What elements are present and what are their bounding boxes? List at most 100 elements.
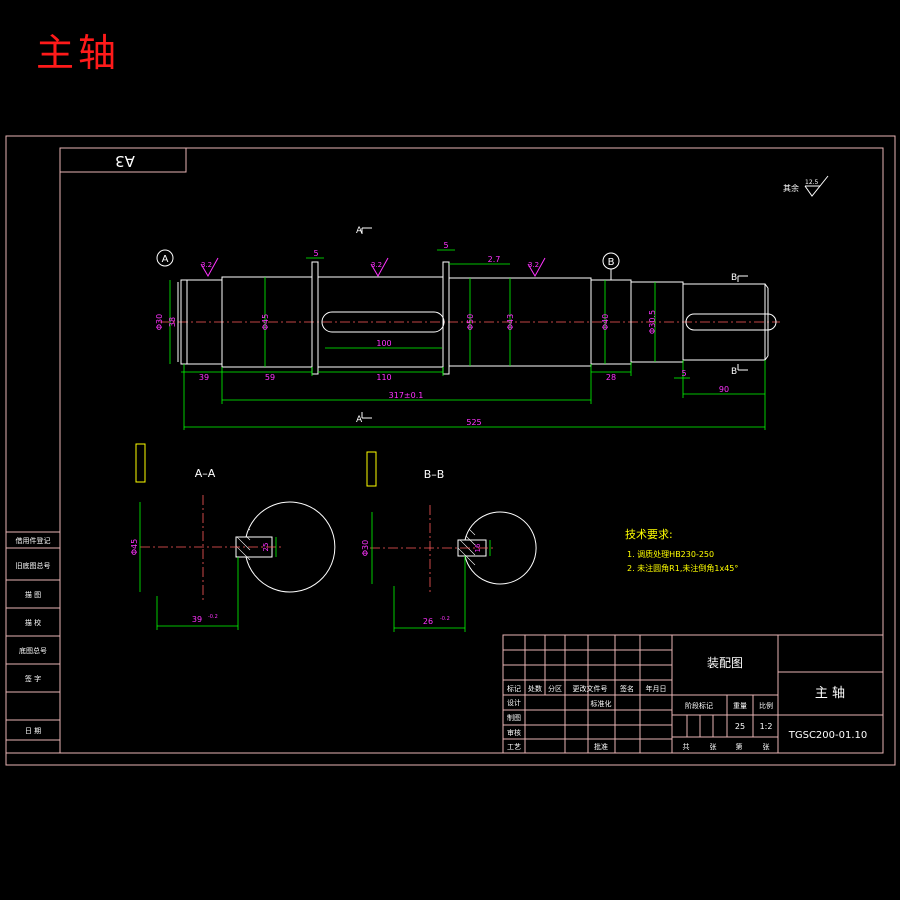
section-bb-outline (457, 511, 537, 585)
header-count: 处数 (528, 684, 542, 693)
approval-label: 批准 (594, 742, 608, 751)
page-label: 第 (736, 742, 743, 751)
role-drafting: 制图 (507, 713, 521, 722)
title-block-frame (502, 634, 884, 754)
section-aa-width-sub: -0.2 (208, 614, 218, 620)
hatch-bb (458, 512, 476, 584)
section-bb: B–B Φ30 16 26 -0.2 (361, 451, 537, 632)
header-mark: 标记 (507, 684, 521, 693)
dim-28: 28 (606, 373, 616, 382)
weight-value: 25 (735, 722, 745, 731)
dim-2-7: 2.7 (488, 255, 501, 264)
hatch-aa (236, 502, 251, 592)
shaft-step-7 (682, 283, 766, 361)
standardization-label: 标准化 (591, 699, 612, 708)
dim-30-5: Φ30.5 (648, 310, 657, 334)
roughness-symbol-2 (370, 257, 389, 278)
section-b-top-arrow (737, 275, 748, 282)
tech-req-line-1: 1. 调质处理HB230-250 (627, 549, 714, 559)
section-aa-dia: Φ45 (130, 539, 139, 555)
section-aa-width: 39 (192, 615, 202, 624)
section-b-bottom-arrow (737, 364, 748, 371)
roughness-value-3: 3.2 (528, 261, 539, 269)
role-review: 审核 (507, 728, 521, 737)
dim-38: 38 (168, 317, 177, 327)
section-a-top-arrow (361, 227, 372, 234)
section-aa-outline (235, 501, 336, 593)
section-bb-tol: 16 (474, 543, 482, 552)
shaft-main-view (160, 261, 780, 375)
dim-59: 59 (265, 373, 275, 382)
dim-317: 317±0.1 (389, 391, 424, 400)
section-aa-label: A–A (195, 467, 216, 480)
header-zone: 分区 (548, 684, 562, 693)
scale-label: 比例 (759, 701, 773, 710)
roughness-symbol (804, 175, 829, 197)
side-table-item: 描 校 (25, 618, 41, 627)
roughness-value-1: 3.2 (201, 261, 212, 269)
roughness-symbol-1 (200, 257, 219, 278)
drawing-number: TGSC200-01.10 (788, 730, 868, 741)
section-a-bottom-arrow (361, 412, 372, 419)
roughness-symbol-3 (527, 257, 546, 278)
inner-border (59, 147, 884, 754)
datum-b-label: B (608, 257, 615, 268)
side-table-item: 签 字 (25, 674, 41, 683)
scale-value: 1:2 (760, 722, 773, 731)
dimensions (169, 249, 766, 430)
weight-label: 重量 (733, 702, 747, 710)
section-a-bottom: A (356, 415, 363, 425)
dim-39: 39 (199, 373, 209, 382)
section-bb-width: 26 (423, 617, 433, 626)
side-table-item: 描 图 (25, 590, 41, 599)
shaft-end-chamfer-b (764, 355, 769, 361)
outer-border (5, 135, 896, 766)
section-bb-tolerance-frame (366, 451, 377, 487)
dim-5a: 5 (313, 249, 318, 258)
dim-100: 100 (376, 339, 391, 348)
side-table-frame (5, 531, 61, 754)
dim-d-left: Φ30 (155, 314, 164, 330)
dim-90: 90 (719, 385, 729, 394)
side-table: 借用件登记 旧底图总号 描 图 描 校 底图总号 签 字 日 期 (5, 531, 61, 754)
shaft-collar-left (311, 261, 319, 375)
size-box-label: A3 (115, 152, 135, 170)
part-name: 主 轴 (815, 686, 845, 701)
section-aa: A–A Φ45 25 39 -0.2 (130, 443, 336, 630)
tech-req-title: 技术要求: (625, 528, 673, 541)
header-change-doc: 更改文件号 (573, 684, 608, 693)
section-b-top: B (731, 273, 737, 283)
section-aa-tol: 25 (262, 543, 270, 552)
dim-43: Φ43 (506, 314, 515, 330)
section-b-bottom: B (731, 367, 737, 377)
side-table-item: 借用件登记 (16, 536, 51, 545)
dim-40: Φ40 (601, 314, 610, 330)
drawing-heading: 主轴 (36, 31, 121, 75)
shaft-step-6 (630, 281, 684, 363)
section-bb-width-sub: -0.2 (440, 616, 450, 622)
shaft-collar-right (442, 261, 450, 375)
other-roughness-value: 12.5 (805, 179, 819, 186)
dim-45: Φ45 (261, 314, 270, 330)
page-unit-label: 张 (763, 742, 770, 751)
dimension-texts: Φ30 38 Φ45 Φ50 Φ43 Φ40 Φ30.5 5 5 2.7 39 … (155, 241, 729, 427)
tech-req-line-2: 2. 未注圆角R1,未注倒角1x45° (627, 563, 738, 573)
sheets-label: 共 (683, 742, 690, 751)
keyway-b (685, 313, 777, 331)
title-block: 装配图 主 轴 TGSC200-01.10 标记 处数 分区 更改文件号 签名 … (502, 634, 884, 754)
dim-525: 525 (466, 418, 481, 427)
roughness-marks: 3.2 3.2 3.2 (200, 257, 546, 278)
technical-requirements: 技术要求: 1. 调质处理HB230-250 2. 未注圆角R1,未注倒角1x4… (625, 528, 738, 573)
other-roughness-note: 其余 (783, 183, 799, 193)
keyway-a (321, 311, 445, 333)
section-markers: A A B B (356, 226, 748, 425)
section-aa-tolerance-frame (135, 443, 146, 483)
roughness-value-2: 3.2 (371, 261, 382, 269)
side-table-item: 日 期 (25, 727, 41, 735)
section-a-top: A (356, 226, 363, 236)
section-bb-label: B–B (424, 468, 445, 481)
stage-label: 阶段标记 (685, 701, 713, 710)
header-signature: 签名 (620, 684, 634, 693)
dim-50: Φ50 (466, 314, 475, 330)
